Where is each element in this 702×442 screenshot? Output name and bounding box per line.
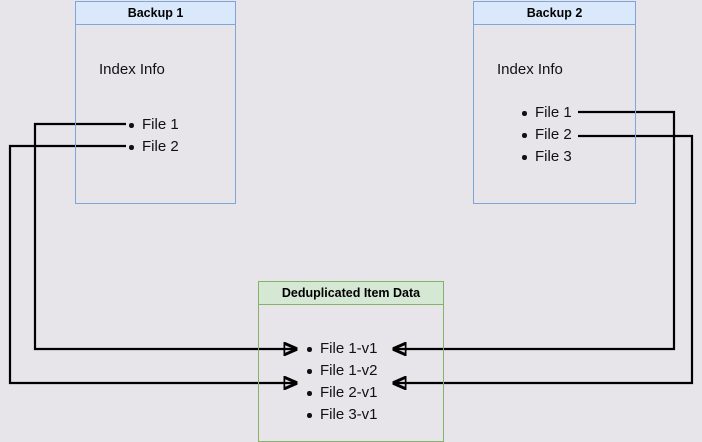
node-backup-2-body: Index Info File 1 File 2 File 3 <box>474 25 635 203</box>
dedup-item-list: File 1-v1 File 1-v2 File 2-v1 File 3-v1 <box>304 338 378 426</box>
list-item: File 1-v2 <box>304 360 378 382</box>
list-item: File 1 <box>519 102 572 124</box>
node-deduplicated-item-data-body: File 1-v1 File 1-v2 File 2-v1 File 3-v1 <box>259 305 443 441</box>
node-backup-1[interactable]: Backup 1 Index Info File 1 File 2 <box>75 1 236 204</box>
node-deduplicated-item-data-title: Deduplicated Item Data <box>259 282 443 305</box>
node-backup-2-title: Backup 2 <box>474 2 635 25</box>
list-item: File 2 <box>126 136 179 158</box>
list-item: File 2-v1 <box>304 382 378 404</box>
list-item: File 1 <box>126 114 179 136</box>
node-deduplicated-item-data[interactable]: Deduplicated Item Data File 1-v1 File 1-… <box>258 281 444 442</box>
node-backup-1-title: Backup 1 <box>76 2 235 25</box>
list-item: File 1-v1 <box>304 338 378 360</box>
node-backup-2[interactable]: Backup 2 Index Info File 1 File 2 File 3 <box>473 1 636 204</box>
list-item: File 3-v1 <box>304 404 378 426</box>
backup-2-index-info-label: Index Info <box>497 61 563 78</box>
backup-1-file-list: File 1 File 2 <box>126 114 179 158</box>
list-item: File 3 <box>519 146 572 168</box>
backup-1-index-info-label: Index Info <box>99 61 165 78</box>
backup-2-file-list: File 1 File 2 File 3 <box>519 102 572 168</box>
list-item: File 2 <box>519 124 572 146</box>
node-backup-1-body: Index Info File 1 File 2 <box>76 25 235 203</box>
